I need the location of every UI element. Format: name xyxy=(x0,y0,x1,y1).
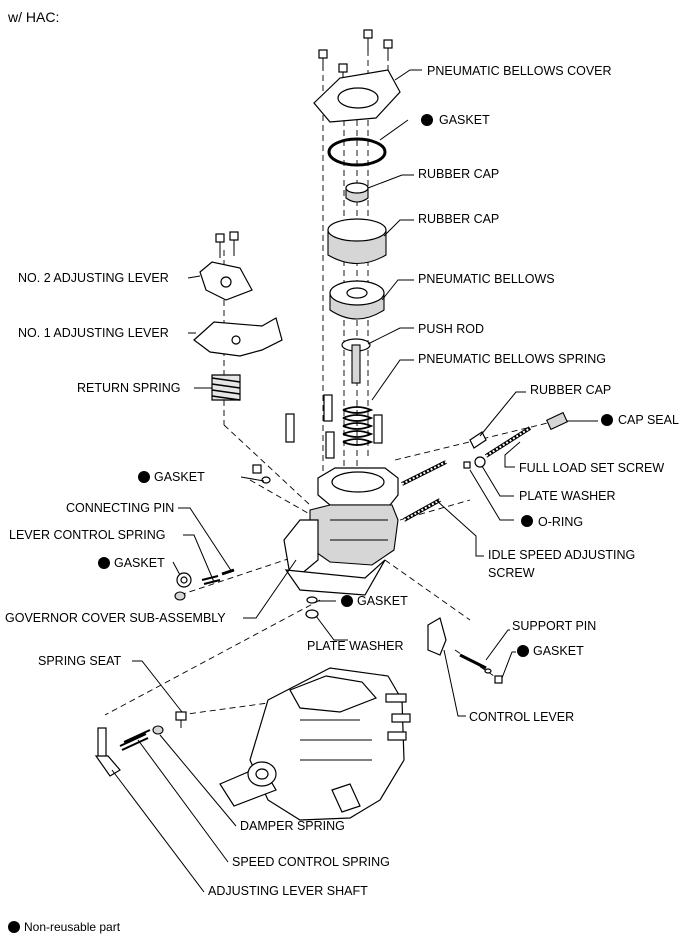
label-spring-seat: SPRING SEAT xyxy=(38,654,121,668)
label-plate-washer-center: PLATE WASHER xyxy=(307,639,404,653)
no2-lever-bolts xyxy=(215,231,239,258)
legend-marker xyxy=(8,921,20,933)
adjusting-lever-shaft-part xyxy=(94,727,121,777)
marker-gasket-lower-left xyxy=(98,557,110,569)
label-support-pin: SUPPORT PIN xyxy=(512,619,596,633)
label-idle-speed-adjusting-2: SCREW xyxy=(488,566,535,580)
label-plate-washer-right: PLATE WASHER xyxy=(519,489,616,503)
label-push-rod: PUSH ROD xyxy=(418,322,484,336)
label-rubber-cap-3: RUBBER CAP xyxy=(530,383,611,397)
lower-left-parts xyxy=(174,568,235,601)
damper-spring-part xyxy=(152,725,164,735)
speed-control-spring-part xyxy=(119,729,151,751)
label-adjusting-lever-shaft: ADJUSTING LEVER SHAFT xyxy=(208,884,368,898)
marker-gasket-center xyxy=(341,595,353,607)
label-rubber-cap-2: RUBBER CAP xyxy=(418,212,499,226)
spring-seat-part xyxy=(175,711,187,728)
label-no1-adjusting-lever: NO. 1 ADJUSTING LEVER xyxy=(18,326,169,340)
leader-lines xyxy=(111,69,598,893)
support-pin-part xyxy=(459,653,487,670)
label-rubber-cap-1: RUBBER CAP xyxy=(418,167,499,181)
pneumatic-bellows-spring-part xyxy=(342,406,374,446)
label-lever-control-spring: LEVER CONTROL SPRING xyxy=(9,528,166,542)
label-gasket-right: GASKET xyxy=(533,644,584,658)
legend-text: Non-reusable part xyxy=(24,920,121,934)
center-washers xyxy=(305,596,319,619)
control-lever-part xyxy=(427,617,447,656)
label-cap-seal: CAP SEAL xyxy=(618,413,679,427)
label-gasket-center: GASKET xyxy=(357,594,408,608)
housing-bolts xyxy=(285,394,383,459)
label-pneumatic-bellows: PNEUMATIC BELLOWS xyxy=(418,272,555,286)
marker-gasket-right xyxy=(517,645,529,657)
label-governor-cover-sub-assembly: GOVERNOR COVER SUB-ASSEMBLY xyxy=(5,611,226,625)
marker-cap-seal xyxy=(601,414,613,426)
marker-gasket-left xyxy=(138,471,150,483)
label-control-lever: CONTROL LEVER xyxy=(469,710,574,724)
o-ring-part xyxy=(463,461,471,469)
label-return-spring: RETURN SPRING xyxy=(77,381,180,395)
label-full-load-set-screw: FULL LOAD SET SCREW xyxy=(519,461,664,475)
label-pneumatic-bellows-spring: PNEUMATIC BELLOWS SPRING xyxy=(418,352,606,366)
part-labels: PNEUMATIC BELLOWS COVER GASKET RUBBER CA… xyxy=(5,64,679,898)
label-damper-spring: DAMPER SPRING xyxy=(240,819,345,833)
label-gasket-left: GASKET xyxy=(154,470,205,484)
label-connecting-pin: CONNECTING PIN xyxy=(66,501,174,515)
cover-boss xyxy=(337,87,379,109)
bellows-cover-bolts xyxy=(318,29,393,84)
governor-housing-part xyxy=(283,467,399,596)
label-no2-adjusting-lever: NO. 2 ADJUSTING LEVER xyxy=(18,271,169,285)
label-gasket-lower-left: GASKET xyxy=(114,556,165,570)
label-o-ring: O-RING xyxy=(538,515,583,529)
label-gasket-top: GASKET xyxy=(439,113,490,127)
label-idle-speed-adjusting-1: IDLE SPEED ADJUSTING xyxy=(488,548,635,562)
marker-o-ring xyxy=(521,515,533,527)
left-gasket-part xyxy=(252,464,271,484)
marker-gasket-top xyxy=(421,114,433,126)
label-speed-control-spring: SPEED CONTROL SPRING xyxy=(232,855,390,869)
return-spring-part xyxy=(211,377,241,401)
label-pneumatic-bellows-cover: PNEUMATIC BELLOWS COVER xyxy=(427,64,612,78)
diagram-title: w/ HAC: xyxy=(7,9,59,25)
gasket-ring-part xyxy=(327,137,387,167)
injection-pump-body xyxy=(219,667,411,821)
full-load-screw-part xyxy=(469,411,569,468)
non-reusable-markers xyxy=(8,114,613,933)
